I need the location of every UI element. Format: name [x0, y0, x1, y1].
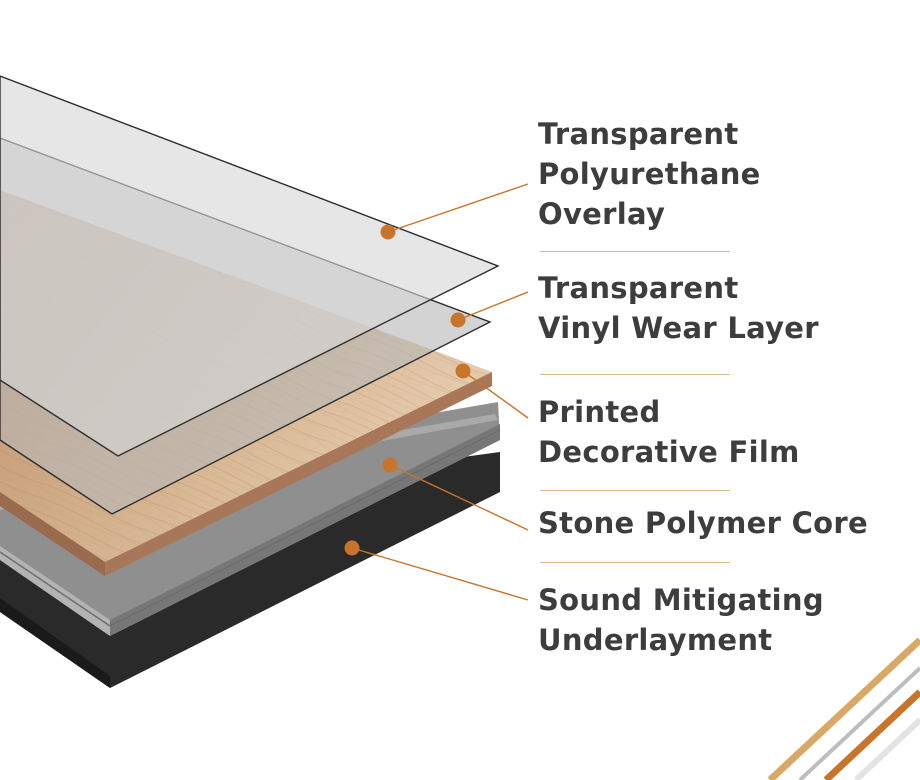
marker-film [455, 363, 471, 379]
label-overlay-line-2: Polyurethane [538, 157, 761, 191]
label-film-line-2: Decorative Film [538, 435, 800, 469]
marker-underlay [344, 540, 360, 556]
label-film-line-1: Printed [538, 395, 661, 429]
leader-line-film [462, 370, 529, 419]
leader-line-wear [457, 291, 529, 321]
corner-stripes-decoration [767, 637, 920, 780]
separator-3 [540, 490, 730, 491]
leader-line-underlay [351, 547, 529, 601]
label-overlay-line-3: Overlay [538, 197, 666, 231]
separator-2 [540, 374, 730, 375]
label-overlay-line-1: Transparent [538, 117, 739, 151]
label-overlay: Transparent Polyurethane Overlay [538, 114, 761, 234]
leader-line-core [389, 464, 529, 531]
label-wear: Transparent Vinyl Wear Layer [538, 268, 819, 348]
label-wear-line-1: Transparent [538, 271, 739, 305]
overlay-layer [0, 75, 500, 457]
label-underlay-line-1: Sound Mitigating [538, 583, 824, 617]
layer-markers [344, 224, 471, 556]
separator-4 [540, 562, 730, 563]
label-film: Printed Decorative Film [538, 392, 800, 472]
label-underlay-line-2: Underlayment [538, 623, 773, 657]
leader-lines [351, 183, 529, 601]
label-core: Stone Polymer Core [538, 503, 868, 543]
separator-1 [540, 251, 730, 252]
marker-overlay [380, 224, 396, 240]
marker-core [382, 457, 398, 473]
label-wear-line-2: Vinyl Wear Layer [538, 311, 819, 345]
marker-wear [450, 312, 466, 328]
leader-line-overlay [387, 183, 529, 233]
label-underlay: Sound Mitigating Underlayment [538, 580, 824, 660]
label-core-line-1: Stone Polymer Core [538, 506, 868, 540]
